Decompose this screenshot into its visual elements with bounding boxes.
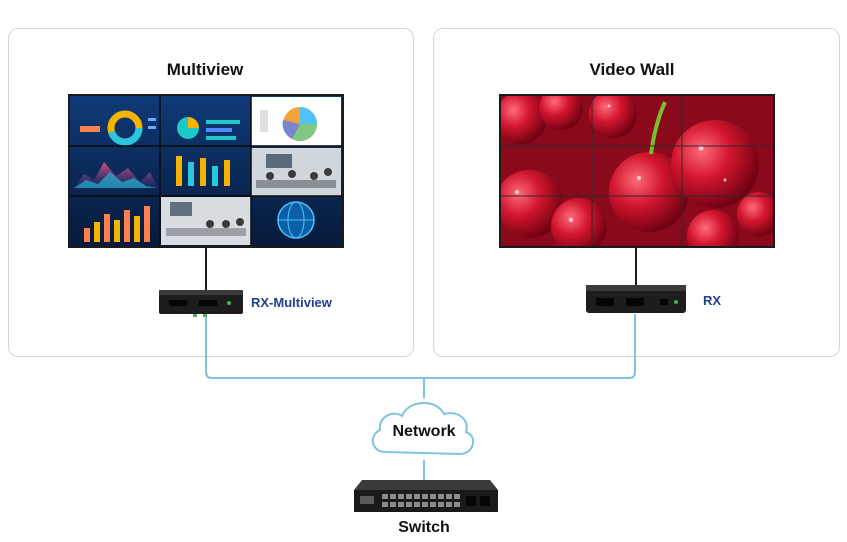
rx-label: RX: [703, 293, 722, 308]
video-wall-screen: [495, 86, 781, 262]
switch-label: Switch: [398, 519, 450, 536]
multiview-screen: [68, 94, 344, 248]
multiview-title: Multiview: [166, 60, 244, 79]
cherry-photo-screen-icon: [495, 86, 781, 262]
network-switch-icon: [354, 480, 498, 512]
dashboard-grid-screen-icon: [70, 96, 342, 246]
receiver-box-icon: [586, 285, 686, 313]
rx-multiview-label: RX-Multiview: [251, 295, 332, 310]
link-line-receivers: [205, 314, 636, 379]
network-label: Network: [392, 423, 456, 440]
cloud-icon: [371, 402, 475, 456]
video-wall-title: Video Wall: [589, 60, 675, 79]
receiver-box-icon: [159, 290, 243, 317]
